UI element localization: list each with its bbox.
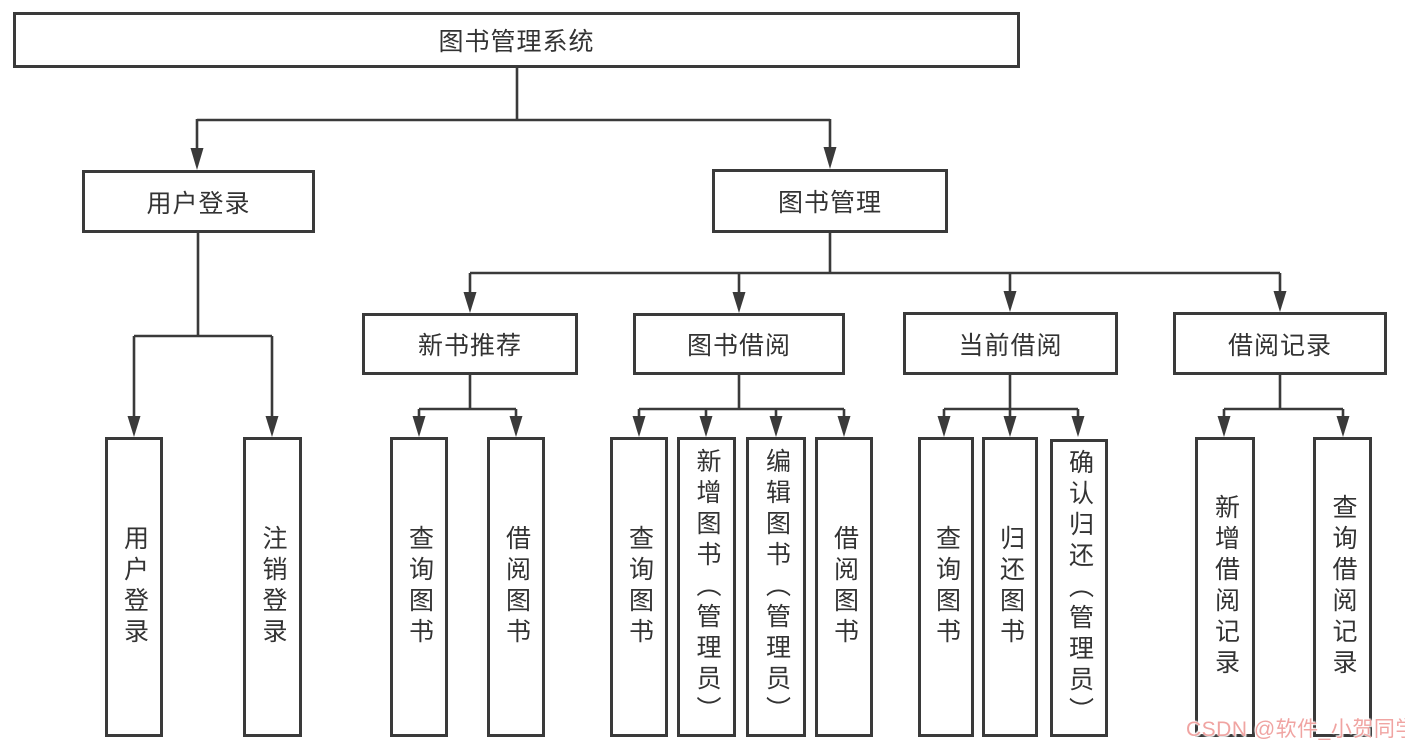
- node-new-books: 新书推荐: [362, 313, 578, 375]
- node-user-login: 用户登录: [82, 170, 315, 233]
- leaf-logout-label: 注销登录: [259, 525, 287, 649]
- leaf-query-books-current: 查询图书: [918, 437, 974, 737]
- leaf-query-books-borrow-label: 查询图书: [625, 525, 654, 649]
- leaf-query-books-borrow: 查询图书: [610, 437, 668, 737]
- leaf-borrow-books-borrow: 借阅图书: [815, 437, 873, 737]
- leaf-query-borrow-record: 查询借阅记录: [1313, 437, 1372, 737]
- leaf-return-books: 归还图书: [982, 437, 1038, 737]
- leaf-edit-books-admin: 编辑图书（管理员）: [746, 437, 806, 737]
- leaf-return-books-label: 归还图书: [996, 525, 1025, 649]
- leaf-add-borrow-record-label: 新增借阅记录: [1211, 494, 1240, 680]
- leaf-add-borrow-record: 新增借阅记录: [1195, 437, 1255, 737]
- node-book-mgmt: 图书管理: [712, 169, 948, 233]
- connector-currentborrow-to-leaves: [937, 375, 1085, 437]
- leaf-query-books-newbooks-label: 查询图书: [405, 525, 434, 649]
- leaf-query-books-newbooks: 查询图书: [390, 437, 448, 737]
- node-current-borrow-label: 当前借阅: [958, 331, 1063, 360]
- node-new-books-label: 新书推荐: [417, 332, 522, 360]
- leaf-borrow-books-borrow-label: 借阅图书: [830, 525, 859, 649]
- leaf-confirm-return-admin-label: 确认归还（管理员）: [1065, 448, 1094, 728]
- node-user-login-label: 用户登录: [146, 189, 251, 218]
- csdn-watermark: CSDN @软件_小贺同学: [1186, 718, 1405, 741]
- node-current-borrow: 当前借阅: [903, 312, 1118, 375]
- leaf-confirm-return-admin: 确认归还（管理员）: [1050, 439, 1108, 737]
- node-root-label: 图书管理系统: [438, 28, 595, 56]
- connector-root-to-level2: [190, 68, 837, 170]
- node-book-borrow: 图书借阅: [633, 313, 845, 375]
- leaf-query-borrow-record-label: 查询借阅记录: [1329, 494, 1357, 680]
- leaf-borrow-books-newbooks-label: 借阅图书: [502, 525, 531, 649]
- node-root: 图书管理系统: [13, 12, 1020, 68]
- connector-newbooks-to-leaves: [412, 375, 523, 437]
- leaf-query-books-current-label: 查询图书: [932, 525, 961, 649]
- node-book-borrow-label: 图书借阅: [686, 332, 791, 360]
- leaf-add-books-admin-label: 新增图书（管理员）: [693, 447, 721, 727]
- connector-records-to-leaves: [1217, 375, 1350, 437]
- node-borrow-records-label: 借阅记录: [1227, 331, 1332, 360]
- leaf-user-login: 用户登录: [105, 437, 163, 737]
- leaf-edit-books-admin-label: 编辑图书（管理员）: [762, 447, 791, 727]
- leaf-add-books-admin: 新增图书（管理员）: [677, 437, 736, 737]
- leaf-user-login-label: 用户登录: [120, 525, 149, 649]
- connector-userlogin-to-leaves: [127, 233, 279, 437]
- leaf-borrow-books-newbooks: 借阅图书: [487, 437, 545, 737]
- connector-bookmgmt-to-level3: [463, 233, 1287, 313]
- node-borrow-records: 借阅记录: [1173, 312, 1387, 375]
- node-book-mgmt-label: 图书管理: [777, 189, 882, 217]
- connector-bookborrow-to-leaves: [632, 375, 851, 437]
- leaf-logout: 注销登录: [243, 437, 302, 737]
